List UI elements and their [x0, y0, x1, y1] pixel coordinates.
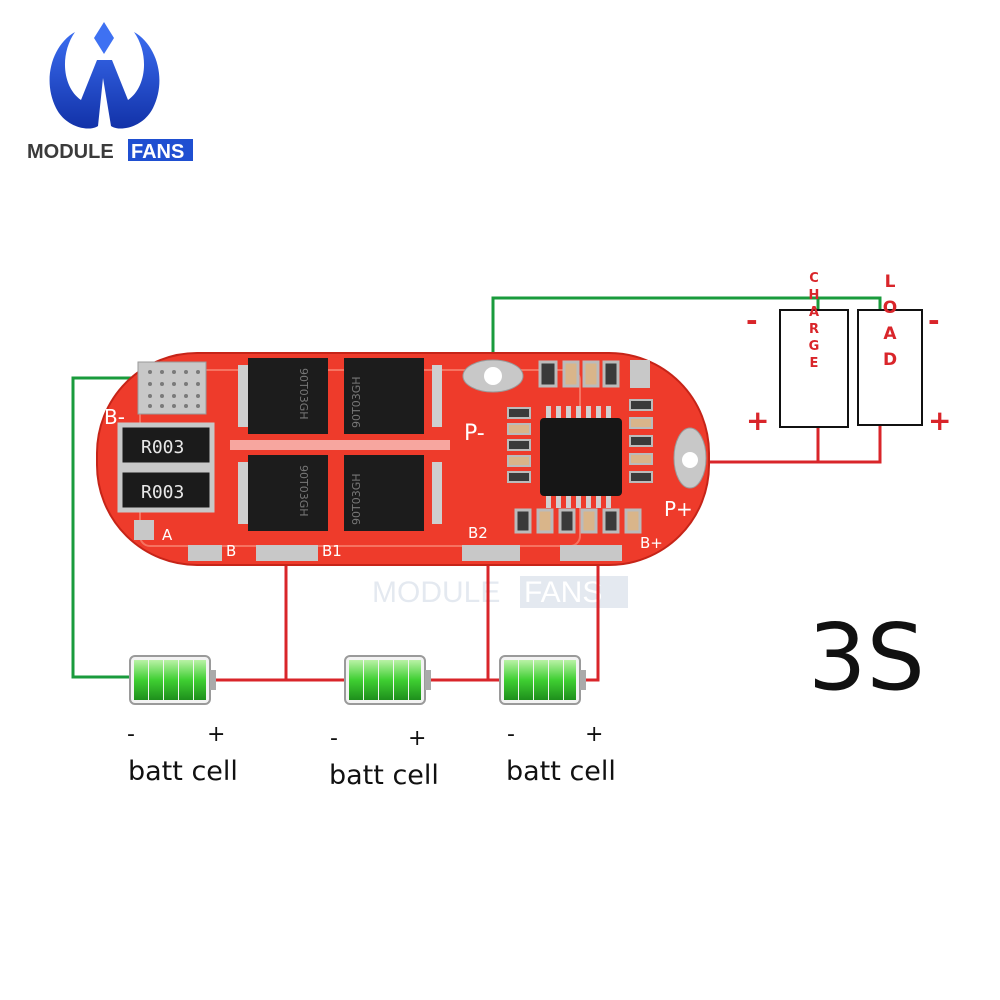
series-config-label: 3S	[808, 604, 925, 711]
bms-pcb: B- R003 R003 A 90T03GH 90T03GH 90T03GH 9…	[96, 352, 710, 566]
pad-label-b-plus: B+	[640, 534, 663, 552]
mosfet-divider	[230, 440, 450, 450]
watermark-right: FANS	[524, 576, 602, 609]
green-wire-b-minus	[71, 376, 137, 679]
red-wire-p-plus	[690, 425, 882, 464]
sense-resistor-2-label: R003	[141, 482, 184, 503]
cell-1-label: batt cell	[128, 756, 238, 787]
charge-box-label: CHARGE	[807, 271, 822, 373]
pad-b2	[462, 545, 520, 561]
smd-components	[507, 360, 653, 534]
cell-3-label: batt cell	[506, 756, 616, 787]
sense-resistor-1-label: R003	[141, 437, 184, 458]
sense-resistor-1	[117, 422, 215, 468]
pad-b1	[256, 545, 318, 561]
mosfet-2-label: 90T03GH	[350, 376, 363, 428]
mosfet-1-label: 90T03GH	[297, 368, 310, 420]
cell-3-minus: -	[507, 722, 515, 747]
pad-label-p-plus: P+	[664, 497, 693, 521]
cell-3-plus: +	[585, 722, 604, 747]
sense-resistor-2	[117, 467, 215, 513]
battery-2-terminal	[425, 670, 431, 690]
green-wire-p-minus	[491, 296, 882, 372]
load-box-label: LOAD	[880, 272, 900, 376]
battery-1-terminal	[210, 670, 216, 690]
ic-pins	[546, 406, 611, 508]
watermark-left: MODULE	[372, 576, 500, 609]
watermark: MODULE FANS	[372, 576, 628, 609]
load-plus-sign: +	[928, 404, 951, 437]
mosfet-2-tab	[432, 365, 442, 427]
pad-a-square	[134, 520, 154, 540]
battery-3-terminal	[580, 670, 586, 690]
pad-label-b2: B2	[468, 524, 488, 542]
pad-b	[188, 545, 222, 561]
pad-label-b: B	[226, 542, 236, 560]
mosfet-3-label: 90T03GH	[297, 465, 310, 517]
pad-label-b1: B1	[322, 542, 342, 560]
module-fans-logo: MODULE FANS	[27, 22, 193, 163]
load-minus-sign: -	[928, 304, 940, 337]
charge-plus-sign: +	[746, 404, 769, 437]
cell-1-plus: +	[207, 722, 226, 747]
mosfet-group: 90T03GH 90T03GH 90T03GH 90T03GH	[230, 358, 450, 531]
pad-label-p-minus: P-	[464, 421, 485, 446]
load-box: LOAD - +	[857, 272, 951, 437]
wires	[71, 296, 882, 682]
battery-cell-1	[129, 655, 216, 705]
cell-2-plus: +	[408, 726, 427, 751]
cell-1-minus: -	[127, 722, 135, 747]
protection-ic	[540, 418, 622, 496]
logo-diamond	[94, 22, 114, 54]
logo-emblem	[49, 32, 160, 129]
mosfet-3	[248, 455, 328, 531]
mosfet-1	[248, 358, 328, 434]
pad-label-a: A	[162, 526, 173, 544]
battery-cell-3	[499, 655, 586, 705]
battery-cell-2	[344, 655, 431, 705]
p-minus-hole	[484, 367, 502, 385]
charge-minus-sign: -	[746, 304, 758, 337]
mosfet-1-tab	[238, 365, 248, 427]
logo-brand-box	[128, 139, 193, 161]
pad-b-plus	[560, 545, 622, 561]
charge-box-frame	[779, 309, 849, 428]
charge-box: CHARGE - +	[746, 271, 849, 437]
cell-2-label: batt cell	[329, 760, 439, 791]
mosfet-4-label: 90T03GH	[350, 473, 363, 525]
p-plus-hole	[682, 452, 698, 468]
mosfet-2	[344, 358, 424, 434]
cell-2-minus: -	[330, 726, 338, 751]
mosfet-3-tab	[238, 462, 248, 524]
mosfet-4-tab	[432, 462, 442, 524]
mosfet-4	[344, 455, 424, 531]
logo-brand-right: FANS	[131, 141, 184, 163]
load-box-frame	[857, 309, 923, 426]
logo-brand-left: MODULE	[27, 141, 114, 163]
watermark-box	[520, 576, 628, 608]
b-minus-pad-holes	[148, 370, 200, 408]
